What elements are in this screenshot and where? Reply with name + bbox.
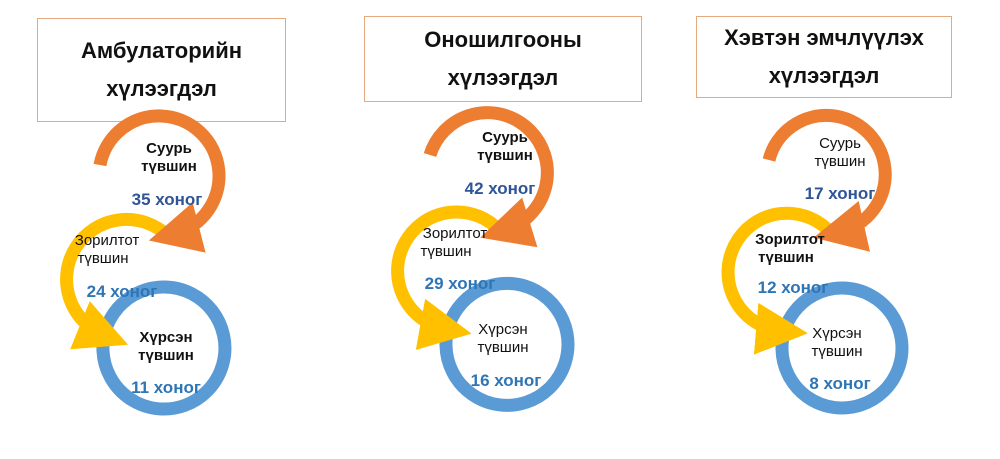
column-1-orange-arrow — [93, 109, 226, 253]
column-2-title-line-1: Оношилгооны — [424, 27, 582, 52]
column-3-title-line-1: Хэвтэн эмчлүүлэх — [724, 25, 924, 50]
column-1-title-line-1: Амбулаторийн — [80, 38, 243, 63]
column-1-title-box: Амбулаторийн хүлээгдэл — [37, 18, 286, 122]
column-1-title-line-2: хүлээгдэл — [106, 76, 217, 101]
column-3-level-1-label-2: түвшин — [814, 153, 865, 170]
column-1-level-2-label-2: түвшин — [77, 250, 128, 267]
column-3-cycle: Суурь түвшин 17 хоног Зорилтот түвшин 12… — [721, 108, 909, 415]
column-1-level-1-duration: 35 хоног — [132, 190, 203, 209]
column-1-level-2-label-1: Зорилтот — [75, 232, 140, 249]
column-1-cycle: Суурь түвшин 35 хоног Зорилтот түвшин 24… — [60, 109, 232, 416]
column-1-level-2-duration: 24 хоног — [87, 282, 158, 301]
column-2-level-3-duration: 16 хоног — [471, 371, 542, 390]
column-2-blue-ring — [439, 276, 575, 412]
column-3-level-2-label-1: Зорилтот — [755, 231, 825, 248]
column-2-level-1-duration: 42 хоног — [465, 179, 536, 198]
column-3-level-2-duration: 12 хоног — [758, 278, 829, 297]
column-2-title-box: Оношилгооны хүлээгдэл — [364, 16, 642, 102]
column-2-level-2-label-1: Зорилтот — [423, 225, 488, 242]
column-3-orange-arrow — [762, 108, 892, 252]
column-1-level-3-label-1: Хүрсэн — [139, 329, 192, 346]
column-2-yellow-arrow — [391, 205, 505, 350]
column-3-level-1-duration: 17 хоног — [805, 184, 876, 203]
column-3-level-3-label-1: Хүрсэн — [812, 325, 861, 342]
column-3-yellow-arrow — [721, 206, 837, 355]
column-1-level-1-label-2: түвшин — [141, 158, 197, 175]
column-2-cycle: Суурь түвшин 42 хоног Зорилтот түвшин 29… — [391, 106, 575, 412]
column-3-title-box: Хэвтэн эмчлүүлэх хүлээгдэл — [696, 16, 952, 98]
column-1-yellow-arrow — [60, 212, 173, 350]
column-3-level-3-label-2: түвшин — [811, 343, 862, 360]
column-2-level-2-label-2: түвшин — [420, 243, 471, 260]
column-2-title-line-2: хүлээгдэл — [447, 65, 559, 90]
column-1-level-3-duration: 11 хоног — [131, 378, 201, 397]
column-2-level-1-label-2: түвшин — [477, 147, 533, 164]
column-2-level-1-label-1: Суурь — [482, 129, 528, 146]
column-1-level-3-label-2: түвшин — [138, 347, 194, 364]
column-2-orange-arrow — [423, 106, 554, 248]
column-3-level-2-label-2: түвшин — [758, 249, 814, 266]
column-3-level-3-duration: 8 хоног — [809, 374, 870, 393]
column-3-level-1-label-1: Суурь — [819, 135, 861, 152]
column-2-level-2-duration: 29 хоног — [425, 274, 496, 293]
column-2-level-3-label-2: түвшин — [477, 339, 528, 356]
column-3-title-line-2: хүлээгдэл — [768, 63, 880, 88]
column-1-level-1-label-1: Суурь — [146, 140, 192, 157]
column-2-level-3-label-1: Хүрсэн — [478, 321, 527, 338]
column-1-blue-ring — [96, 280, 232, 416]
